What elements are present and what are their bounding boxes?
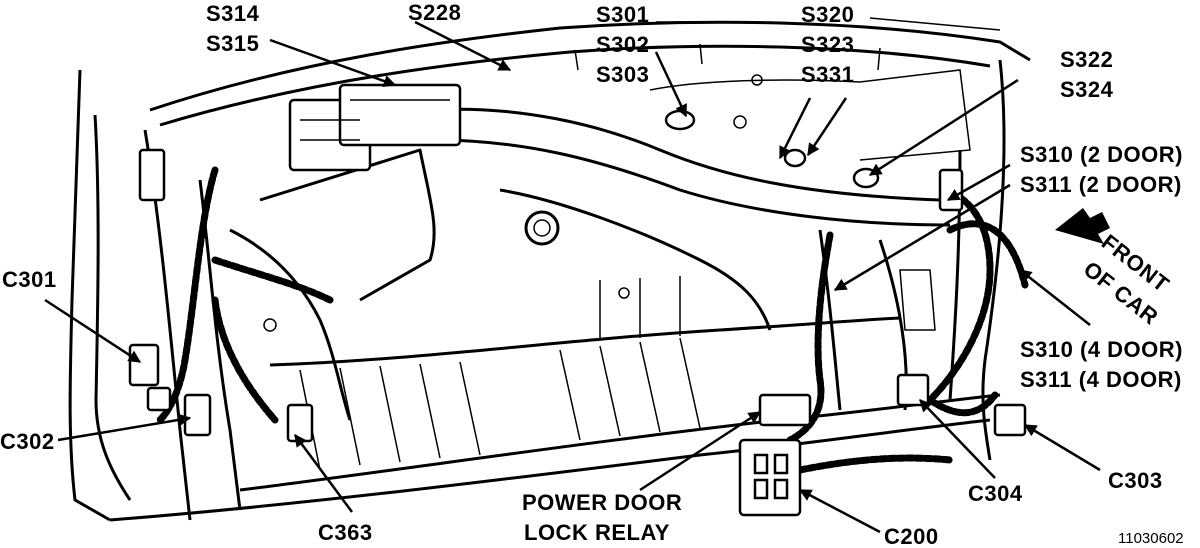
label-s323: S323 (801, 32, 854, 57)
label-s311-4door: S311 (4 DOOR) (1020, 367, 1182, 392)
label-s301: S301 (596, 2, 649, 27)
vehicle-body-illustration (68, 20, 1031, 522)
front-of-car-arrow-icon (1055, 208, 1110, 244)
label-c301: C301 (2, 267, 57, 292)
label-s314: S314 (206, 1, 260, 26)
label-c200: C200 (884, 524, 939, 548)
label-s315: S315 (206, 31, 259, 56)
leader-arrows (44, 17, 1101, 534)
figure-id: 11030602 (1118, 530, 1184, 547)
connectors (128, 148, 1027, 517)
label-relay-line1: POWER DOOR (522, 490, 682, 515)
label-s303: S303 (596, 62, 649, 87)
label-s322: S322 (1060, 47, 1113, 72)
label-s228: S228 (408, 0, 461, 25)
label-c302: C302 (0, 429, 55, 454)
label-s302: S302 (596, 32, 649, 57)
label-c304: C304 (968, 481, 1023, 506)
label-s320: S320 (801, 2, 854, 27)
label-c303: C303 (1108, 468, 1163, 493)
label-s324: S324 (1060, 77, 1114, 102)
label-c363: C363 (318, 520, 373, 545)
label-relay-line2: LOCK RELAY (524, 520, 670, 545)
label-s310-4door: S310 (4 DOOR) (1020, 337, 1183, 362)
label-s310-2door: S310 (2 DOOR) (1020, 142, 1183, 167)
label-s331: S331 (801, 62, 854, 87)
label-s311-2door: S311 (2 DOOR) (1020, 172, 1182, 197)
